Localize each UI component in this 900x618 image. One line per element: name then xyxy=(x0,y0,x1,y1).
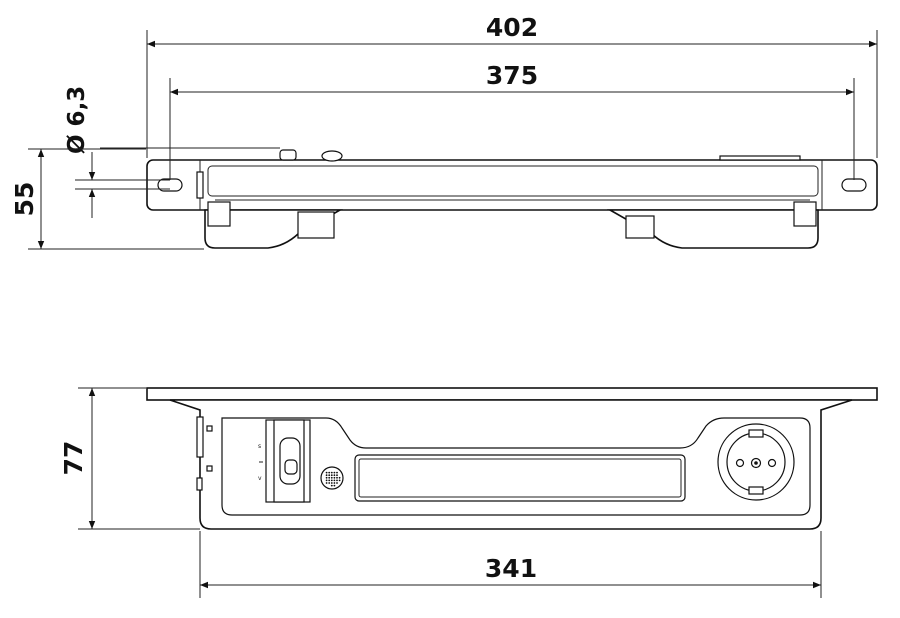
dimension-402: 402 xyxy=(146,13,878,158)
grille-hole xyxy=(325,471,328,474)
grille-hole xyxy=(325,482,328,484)
grille-hole xyxy=(333,476,336,479)
grille-hole xyxy=(333,484,336,487)
grille-hole xyxy=(330,476,333,479)
grille-hole xyxy=(325,474,328,477)
grille-hole xyxy=(333,482,336,484)
front-flange-plate xyxy=(146,387,878,401)
switch-mark-lower: v xyxy=(258,475,262,482)
grille-hole xyxy=(330,484,333,487)
grille-hole xyxy=(330,474,333,477)
grille-hole xyxy=(328,474,331,477)
dimension-341: 341 xyxy=(199,531,822,598)
grille-hole xyxy=(333,474,336,477)
grille-hole xyxy=(333,479,336,482)
dimension-77: 77 xyxy=(59,387,200,530)
grille-hole xyxy=(325,479,328,482)
dimension-hole-diameter: Ø 6,3 xyxy=(64,86,280,218)
grille-hole xyxy=(338,479,341,482)
switch-mark-upper: s xyxy=(258,443,261,450)
grille-hole xyxy=(330,479,333,482)
grille-hole xyxy=(328,482,331,484)
grille-hole xyxy=(338,476,341,479)
sensor-grille xyxy=(320,466,344,490)
dimension-77-label: 77 xyxy=(59,441,88,476)
dimension-375-label: 375 xyxy=(486,61,538,90)
grille-hole xyxy=(328,479,331,482)
side-switch-knob xyxy=(279,149,297,161)
dimension-402-label: 402 xyxy=(486,13,538,42)
grille-hole xyxy=(336,474,338,477)
grille-hole xyxy=(330,482,333,484)
front-view: s v xyxy=(146,387,878,530)
dimension-hole-diameter-label: Ø 6,3 xyxy=(64,86,90,154)
grille-hole xyxy=(336,471,338,474)
grille-hole xyxy=(336,476,338,479)
grille-hole xyxy=(325,476,328,479)
grille-hole xyxy=(336,482,338,484)
dimension-375: 375 xyxy=(169,61,855,180)
grille-hole xyxy=(333,471,336,474)
grille-hole xyxy=(328,471,331,474)
side-view xyxy=(146,149,878,249)
light-window xyxy=(354,454,686,502)
grille-hole xyxy=(328,476,331,479)
grille-hole xyxy=(336,479,338,482)
dimension-55: 55 xyxy=(10,148,204,250)
side-bar-body xyxy=(146,159,878,211)
schuko-socket xyxy=(717,423,795,501)
dimension-341-label: 341 xyxy=(485,554,537,583)
grille-hole xyxy=(330,471,333,474)
side-sensor-dome xyxy=(321,150,343,162)
dimension-55-label: 55 xyxy=(10,182,39,217)
right-mounting-hole xyxy=(841,178,867,192)
